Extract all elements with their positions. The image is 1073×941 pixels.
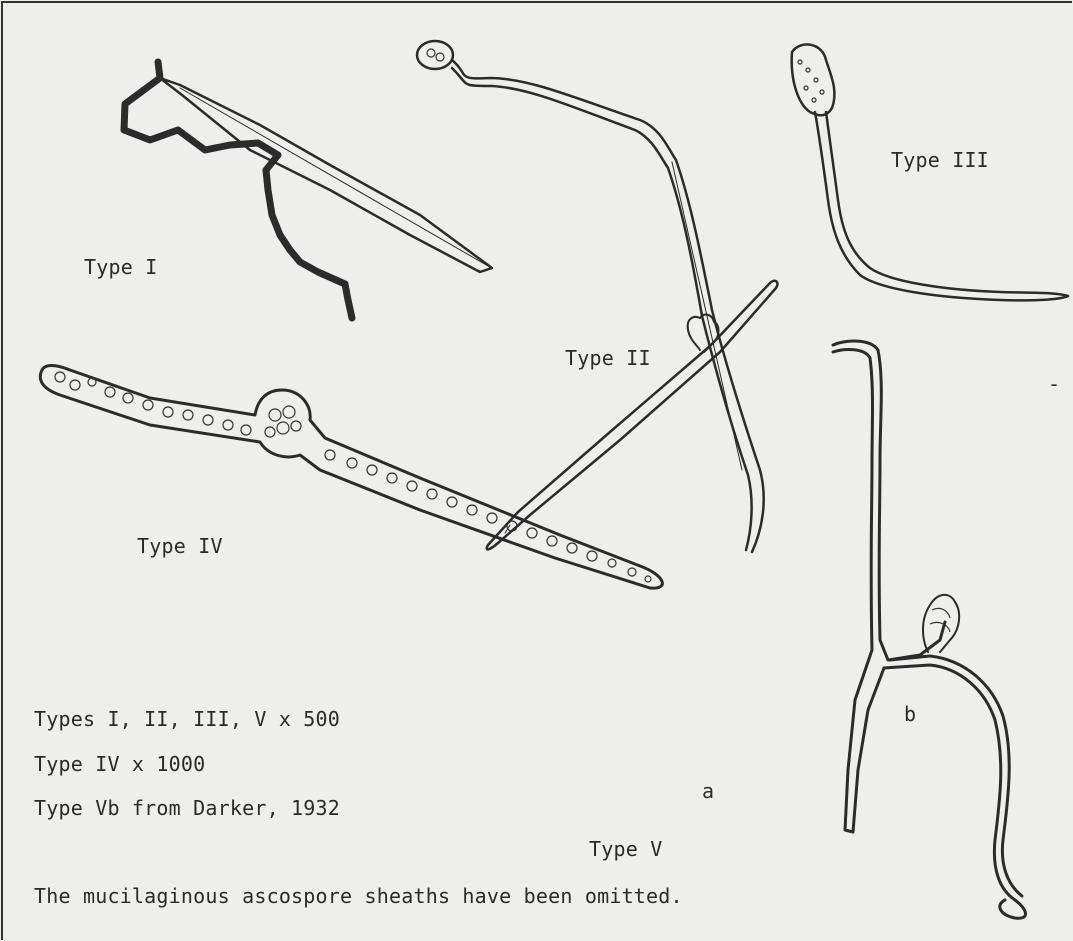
type-vb-spore <box>833 341 1026 918</box>
stray-mark: - <box>1048 372 1060 396</box>
source-note: Type Vb from Darker, 1932 <box>34 796 340 820</box>
subtype-b-label: b <box>904 702 916 726</box>
type-va-spore <box>487 281 778 550</box>
magnification-note: Type IV x 1000 <box>34 752 205 776</box>
type-iii-spore <box>792 44 1068 300</box>
type-iv-spore <box>40 366 662 589</box>
type-v-label: Type V <box>589 837 662 861</box>
type-ii-spore <box>417 41 764 552</box>
type-ii-label: Type II <box>565 346 651 370</box>
type-i-spore <box>124 62 492 318</box>
magnification-note: Types I, II, III, V x 500 <box>34 707 340 731</box>
type-i-label: Type I <box>84 255 157 279</box>
subtype-a-label: a <box>702 779 714 803</box>
figure-caption: The mucilaginous ascospore sheaths have … <box>34 884 683 908</box>
type-iv-label: Type IV <box>137 534 223 558</box>
type-iii-label: Type III <box>891 148 989 172</box>
